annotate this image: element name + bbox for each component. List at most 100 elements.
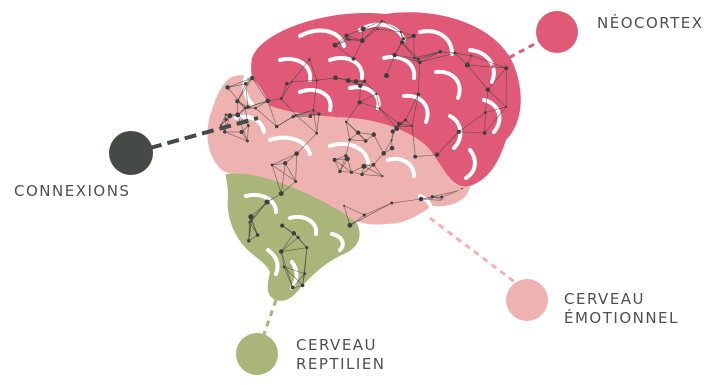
network-node xyxy=(381,175,383,177)
network-node xyxy=(435,153,439,157)
reptilian-dot xyxy=(236,333,278,375)
network-node xyxy=(361,26,366,31)
network-node xyxy=(431,195,434,198)
network-node xyxy=(244,82,248,86)
network-node xyxy=(280,97,283,100)
network-node xyxy=(356,130,360,134)
network-node xyxy=(225,113,227,115)
network-node xyxy=(345,121,348,124)
network-node xyxy=(251,220,253,222)
network-node xyxy=(404,118,407,121)
network-node xyxy=(371,132,376,137)
network-node xyxy=(346,37,348,39)
network-node xyxy=(413,57,415,59)
network-node xyxy=(316,79,318,81)
network-node xyxy=(294,151,299,156)
network-node xyxy=(275,125,278,128)
network-node xyxy=(470,55,472,57)
network-node xyxy=(348,223,353,228)
network-node xyxy=(483,131,487,135)
network-node xyxy=(505,106,507,108)
network-node xyxy=(227,113,232,118)
network-node xyxy=(265,99,270,104)
network-node xyxy=(348,39,350,41)
network-node xyxy=(333,75,338,80)
network-node xyxy=(280,224,284,228)
network-node xyxy=(292,231,296,235)
network-node xyxy=(246,105,250,109)
neocortex-dot xyxy=(536,11,578,53)
emotional-dot xyxy=(506,279,548,321)
network-node xyxy=(439,50,442,53)
network-node xyxy=(297,236,300,239)
network-node xyxy=(247,239,250,242)
network-node xyxy=(285,82,289,86)
network-node xyxy=(240,130,244,134)
network-node xyxy=(256,233,260,237)
network-node xyxy=(333,158,337,162)
network-node xyxy=(254,107,257,110)
network-node xyxy=(361,164,366,169)
network-node xyxy=(350,171,353,174)
network-node xyxy=(309,114,313,118)
emotional-label-line2: ÉMOTIONNEL xyxy=(564,309,679,328)
network-node xyxy=(411,125,413,127)
network-node xyxy=(246,140,249,143)
network-node xyxy=(358,100,362,104)
network-node xyxy=(344,34,348,38)
network-node xyxy=(295,114,297,116)
network-node xyxy=(348,138,351,141)
network-node xyxy=(305,246,308,249)
network-node xyxy=(291,115,294,118)
network-node xyxy=(419,197,423,201)
network-node xyxy=(465,62,470,67)
network-node xyxy=(220,124,222,126)
network-node xyxy=(271,164,274,167)
network-node xyxy=(291,286,295,290)
network-node xyxy=(244,107,247,110)
network-node xyxy=(391,139,393,141)
network-node xyxy=(390,146,395,151)
network-node xyxy=(358,84,362,88)
network-node xyxy=(315,132,318,135)
network-node xyxy=(400,40,404,44)
connexions-dot xyxy=(109,131,153,175)
network-node xyxy=(294,180,297,183)
network-node xyxy=(352,57,356,61)
network-node xyxy=(375,93,377,95)
network-node xyxy=(504,66,508,70)
network-node xyxy=(223,130,226,133)
network-node xyxy=(250,76,254,80)
network-node xyxy=(338,170,341,173)
network-node xyxy=(413,155,417,159)
network-node xyxy=(391,129,395,133)
network-node xyxy=(412,34,416,38)
reptilian-label-line1: CERVEAU xyxy=(296,336,386,355)
network-node xyxy=(235,99,239,103)
network-node xyxy=(454,52,457,55)
network-node xyxy=(394,126,397,129)
network-node xyxy=(363,79,366,82)
network-node xyxy=(397,122,401,126)
network-node xyxy=(417,93,420,96)
network-node xyxy=(392,53,396,57)
network-node xyxy=(418,60,422,64)
network-node xyxy=(440,196,443,199)
network-node xyxy=(333,43,338,48)
network-node xyxy=(248,221,250,223)
network-node xyxy=(360,38,365,43)
network-node xyxy=(457,130,461,134)
emotional-leader xyxy=(430,218,520,286)
network-node xyxy=(235,112,240,117)
network-node xyxy=(486,88,490,92)
network-node xyxy=(279,191,284,196)
neocortex-label: NÉOCORTEX xyxy=(597,14,704,33)
network-node xyxy=(317,112,320,115)
network-node xyxy=(264,199,269,204)
network-node xyxy=(364,139,367,142)
emotional-label-line1: CERVEAU xyxy=(564,290,679,309)
network-node xyxy=(363,213,366,216)
network-node xyxy=(417,58,420,61)
network-node xyxy=(248,214,253,219)
